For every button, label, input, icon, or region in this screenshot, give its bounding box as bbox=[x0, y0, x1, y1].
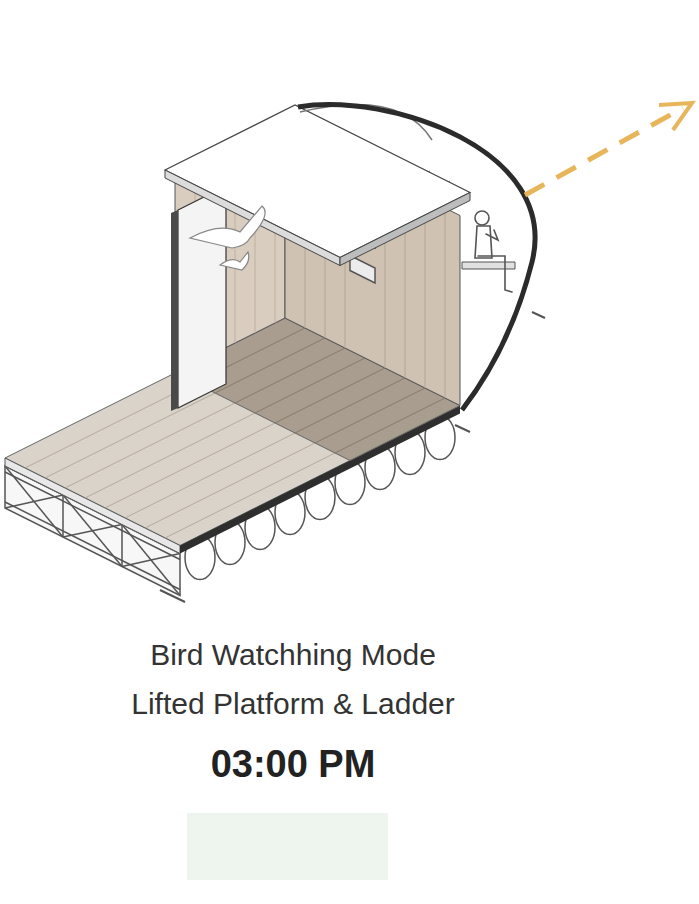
plank-line bbox=[445, 208, 446, 398]
tint-panel bbox=[187, 813, 388, 880]
truss-post bbox=[62, 495, 64, 537]
rod bbox=[532, 312, 545, 318]
plank-line bbox=[125, 433, 295, 518]
person-head bbox=[475, 211, 489, 225]
window bbox=[350, 256, 375, 284]
plank-line bbox=[255, 358, 365, 413]
plank-line bbox=[215, 338, 325, 393]
plank-line bbox=[315, 388, 425, 443]
roof-top bbox=[165, 105, 470, 258]
deck-edge bbox=[5, 458, 180, 554]
truss-brace bbox=[122, 554, 180, 567]
truss-post bbox=[121, 525, 123, 567]
bird bbox=[190, 206, 265, 248]
curved-shell bbox=[298, 105, 535, 410]
person-arm bbox=[486, 230, 498, 240]
truss-brace bbox=[63, 525, 122, 538]
mode-label: Bird Watchhing Mode bbox=[13, 636, 573, 674]
person bbox=[475, 211, 512, 292]
plank-line bbox=[425, 198, 426, 388]
mode-label: Lifted Platform & Ladder bbox=[13, 685, 573, 723]
bench bbox=[462, 262, 515, 269]
rod bbox=[455, 425, 470, 432]
roof-edge bbox=[340, 193, 470, 266]
truss-brace bbox=[5, 495, 63, 508]
plank-line bbox=[295, 378, 405, 433]
plank-line bbox=[165, 453, 335, 538]
time-label: 03:00 PM bbox=[13, 740, 573, 788]
plank-line bbox=[235, 348, 345, 403]
roof-edge bbox=[165, 170, 340, 266]
bird bbox=[220, 252, 249, 270]
view-line bbox=[525, 108, 683, 195]
plank-line bbox=[145, 443, 315, 528]
door-edge bbox=[171, 210, 178, 411]
plank-line bbox=[335, 398, 445, 453]
view-arrowhead bbox=[659, 103, 692, 130]
door-panel bbox=[178, 186, 226, 408]
person-body bbox=[475, 226, 492, 258]
person-leg bbox=[478, 256, 512, 292]
plank-line bbox=[275, 368, 385, 423]
